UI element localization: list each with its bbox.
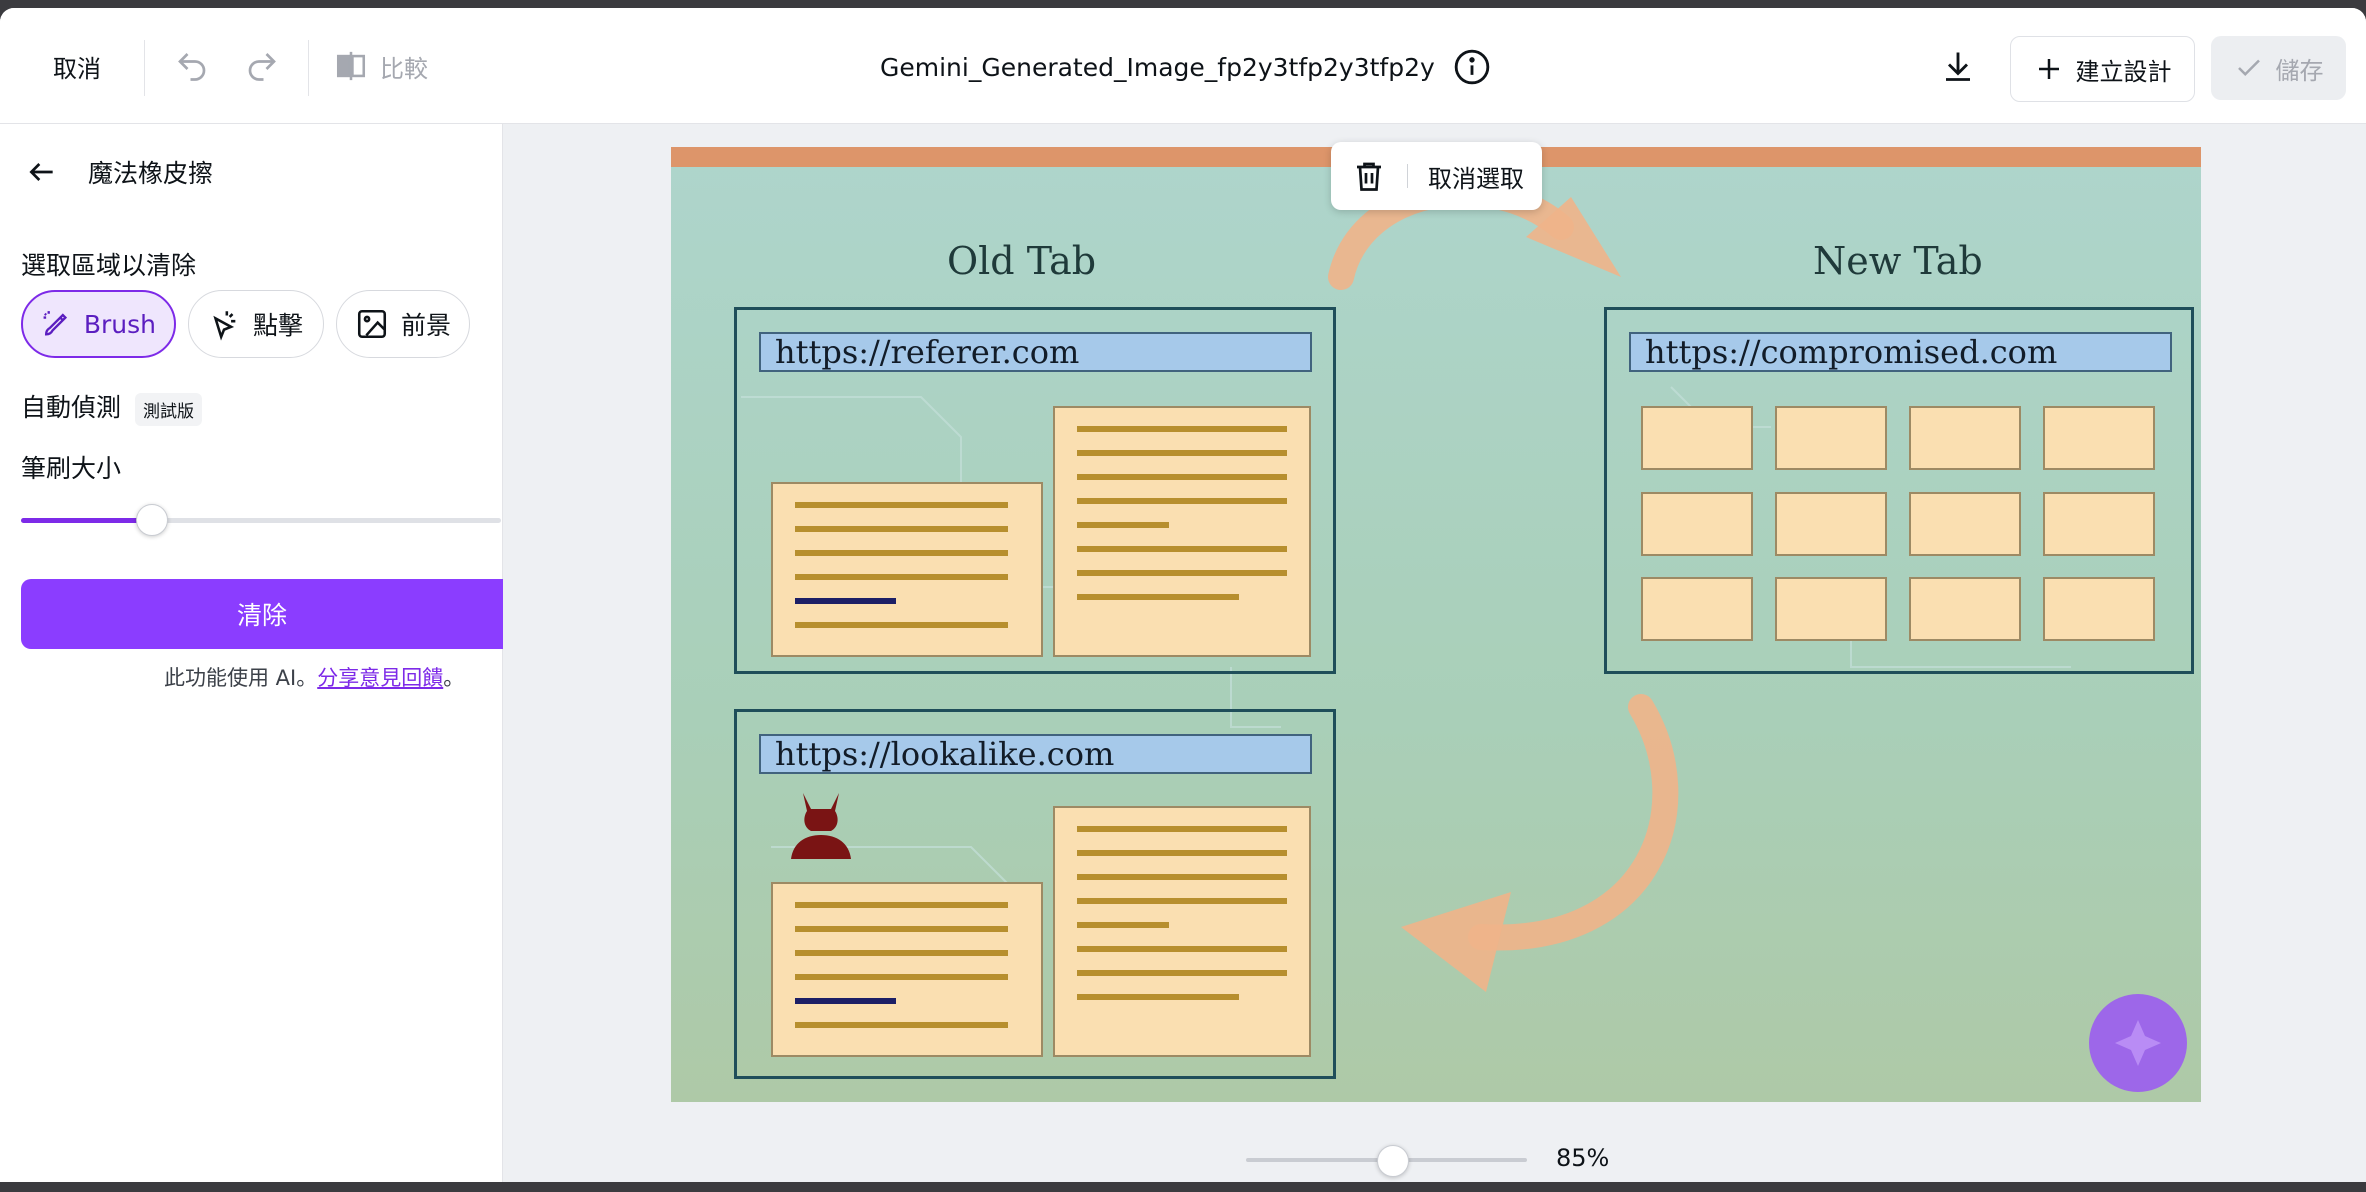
zoom-slider[interactable] [1246,1145,1527,1177]
undo-button[interactable] [170,44,214,88]
info-icon[interactable] [1453,48,1491,86]
top-toolbar: 取消 比較 Gemini_Generated_Image_fp2y3tfp2y3… [0,8,2366,124]
content-card [1053,806,1311,1057]
url-bar-lookalike: https://lookalike.com [759,734,1312,774]
erase-button[interactable]: 清除 [21,579,503,649]
grid-tile [1775,406,1887,470]
toolbar-divider [308,40,309,96]
compare-icon [336,51,366,81]
auto-detect-label: 自動偵測 [21,393,122,422]
foreground-mode-chip[interactable]: 前景 [336,290,470,358]
old-tab-title: Old Tab [947,239,1097,283]
content-card [771,882,1043,1057]
create-design-label: 建立設計 [2075,57,2172,86]
grid-tile [1641,492,1753,556]
cancel-button[interactable]: 取消 [40,36,114,96]
save-label: 儲存 [2275,56,2324,85]
grid-tile [1775,492,1887,556]
compare-button[interactable]: 比較 [334,44,428,88]
canvas-workspace: Old Tab New Tab https://referer.com http… [503,124,2366,1182]
magic-eraser-panel: 魔法橡皮擦 選取區域以清除 Brush 點擊 前景 自動偵測測試版 筆刷大小 清… [0,124,503,1182]
check-icon [2237,59,2260,77]
zoom-level[interactable]: 85% [1556,1144,1610,1172]
create-design-button[interactable]: 建立設計 [2010,36,2195,102]
download-button[interactable] [1936,44,1980,88]
ai-note: 此功能使用 AI。分享意見回饋。 [164,662,464,692]
beta-badge: 測試版 [135,392,203,426]
click-label: 點擊 [253,311,304,340]
auto-detect-row: 自動偵測測試版 [21,388,203,426]
image-icon [357,309,387,339]
grid-tile [2043,406,2155,470]
save-button[interactable]: 儲存 [2211,36,2346,100]
content-card [1053,406,1311,657]
brush-mode-chip[interactable]: Brush [21,290,176,358]
brush-icon [43,311,68,336]
selection-toolbar: 取消選取 [1331,142,1542,210]
grid-tile [2043,577,2155,641]
design-canvas-image[interactable]: Old Tab New Tab https://referer.com http… [671,147,2201,1102]
file-name: Gemini_Generated_Image_fp2y3tfp2y3tfp2y [880,52,1435,82]
back-arrow-icon[interactable] [26,156,58,188]
file-name-area: Gemini_Generated_Image_fp2y3tfp2y3tfp2y [880,38,1491,96]
feedback-link[interactable]: 分享意見回饋 [317,666,444,690]
lookalike-tab-panel: https://lookalike.com [734,709,1336,1079]
new-tab-panel: https://compromised.com [1604,307,2194,674]
undo-icon [178,53,206,81]
download-icon [1946,52,1970,81]
devil-attacker-icon [791,793,851,859]
click-mode-chip[interactable]: 點擊 [188,290,324,358]
ai-note-prefix: 此功能使用 AI。 [164,666,318,690]
select-area-label: 選取區域以清除 [21,251,197,280]
redo-icon [248,53,276,81]
url-bar-referer: https://referer.com [759,332,1312,372]
redo-button[interactable] [240,44,284,88]
brush-size-label: 筆刷大小 [21,454,122,483]
cancel-label: 取消 [53,54,101,83]
grid-tile [1909,492,2021,556]
compare-label: 比較 [380,54,428,83]
brush-size-fill [21,518,151,523]
grid-tile [1775,577,1887,641]
sparkle-icon [2089,994,2187,1092]
panel-title: 魔法橡皮擦 [88,159,214,188]
magic-click-icon [213,311,236,341]
grid-tile [1641,406,1753,470]
content-card [771,482,1043,657]
toolbar-divider [144,40,145,96]
zoom-slider-handle[interactable] [1377,1145,1410,1177]
url-bar-compromised: https://compromised.com [1629,332,2172,372]
brush-size-slider[interactable] [21,504,501,536]
brush-label: Brush [83,309,156,339]
grid-tile [1909,406,2021,470]
arrow-bottom-icon [1401,694,1679,992]
grid-tile [1641,577,1753,641]
plus-icon [2038,59,2059,79]
old-tab-panel: https://referer.com [734,307,1336,674]
ai-note-suffix: 。 [443,666,465,690]
deselect-button[interactable]: 取消選取 [1428,164,1524,193]
trash-icon[interactable] [1351,158,1387,194]
grid-tile [2043,492,2155,556]
toolbar-divider [1407,164,1408,188]
foreground-label: 前景 [401,311,452,340]
brush-size-handle[interactable] [135,504,168,536]
grid-tile [1909,577,2021,641]
panel-header: 魔法橡皮擦 [26,154,213,190]
editor-window: 取消 比較 Gemini_Generated_Image_fp2y3tfp2y3… [0,8,2366,1182]
new-tab-title: New Tab [1813,239,1983,283]
